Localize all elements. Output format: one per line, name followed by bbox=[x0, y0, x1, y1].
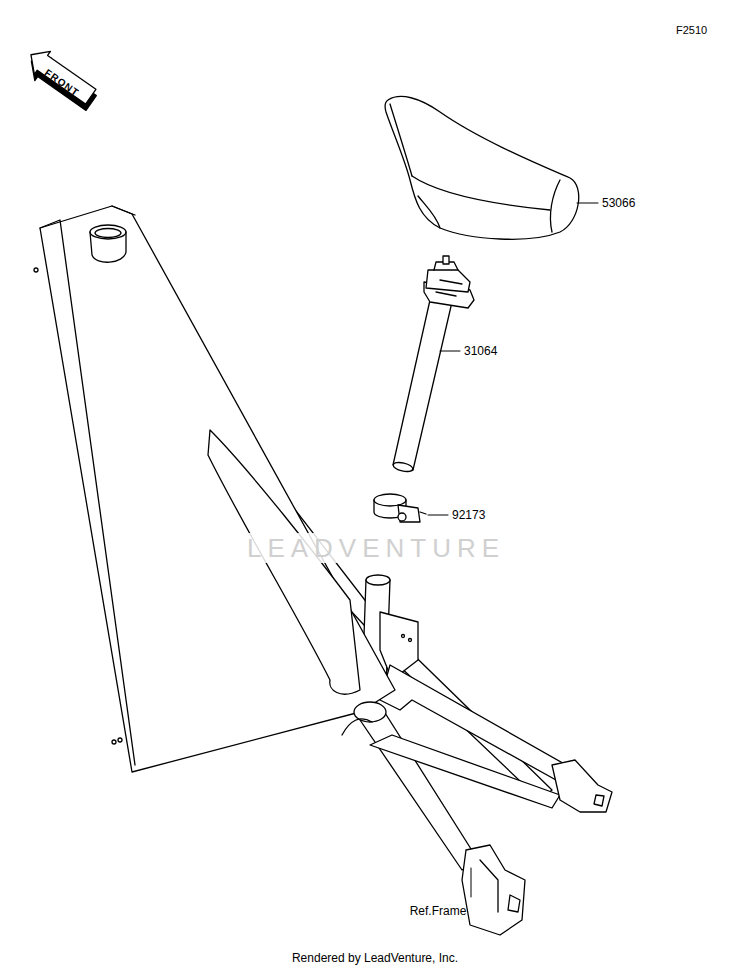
watermark: LEADVENTURE bbox=[243, 533, 509, 563]
reference-label: Ref.Frame bbox=[410, 905, 467, 917]
figure-code: F2510 bbox=[676, 25, 707, 36]
credit-line: Rendered by LeadVenture, Inc. bbox=[292, 952, 458, 964]
front-arrow bbox=[20, 43, 102, 114]
callout-number: 31064 bbox=[464, 345, 497, 357]
callout-number: 92173 bbox=[452, 509, 485, 521]
bike-frame bbox=[34, 206, 612, 935]
seat-post bbox=[392, 256, 474, 473]
saddle bbox=[385, 96, 579, 239]
seat-clamp bbox=[374, 494, 426, 522]
callout-number: 53066 bbox=[602, 197, 635, 209]
